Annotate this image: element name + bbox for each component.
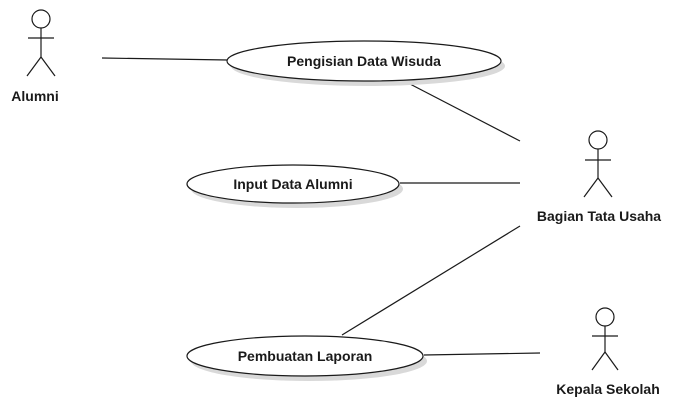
actor-kepala-sekolah[interactable]: Kepala Sekolah: [556, 307, 660, 397]
use-case-ellipse: [186, 164, 400, 204]
actor-label: Kepala Sekolah: [556, 381, 660, 397]
association-pengisian-data-wisuda-bagian-tata-usaha: [409, 83, 521, 142]
actor-alumni[interactable]: Alumni: [11, 9, 59, 104]
association-alumni-pengisian-data-wisuda: [101, 57, 229, 61]
actor-figure-icon: [26, 9, 56, 77]
use-case-ellipse: [226, 40, 502, 82]
actor-label: Bagian Tata Usaha: [537, 208, 661, 224]
actor-bagian-tata-usaha[interactable]: Bagian Tata Usaha: [537, 130, 661, 224]
association-pembuatan-laporan-kepala-sekolah: [423, 352, 541, 356]
associations: [101, 57, 541, 356]
actor-figure-icon: [583, 130, 613, 198]
actor-figure-icon: [591, 307, 619, 371]
use-case-pengisian-data-wisuda[interactable]: Pengisian Data Wisuda: [226, 40, 505, 86]
use-case-input-data-alumni[interactable]: Input Data Alumni: [186, 164, 403, 208]
use-case-ellipse: [186, 335, 424, 377]
use-case-pembuatan-laporan[interactable]: Pembuatan Laporan: [186, 335, 427, 381]
use-case-label: Input Data Alumni: [233, 176, 352, 192]
association-pembuatan-laporan-bagian-tata-usaha: [341, 225, 521, 336]
use-case-label: Pengisian Data Wisuda: [287, 53, 441, 69]
actor-label: Alumni: [11, 88, 58, 104]
use-case-label: Pembuatan Laporan: [238, 348, 373, 364]
